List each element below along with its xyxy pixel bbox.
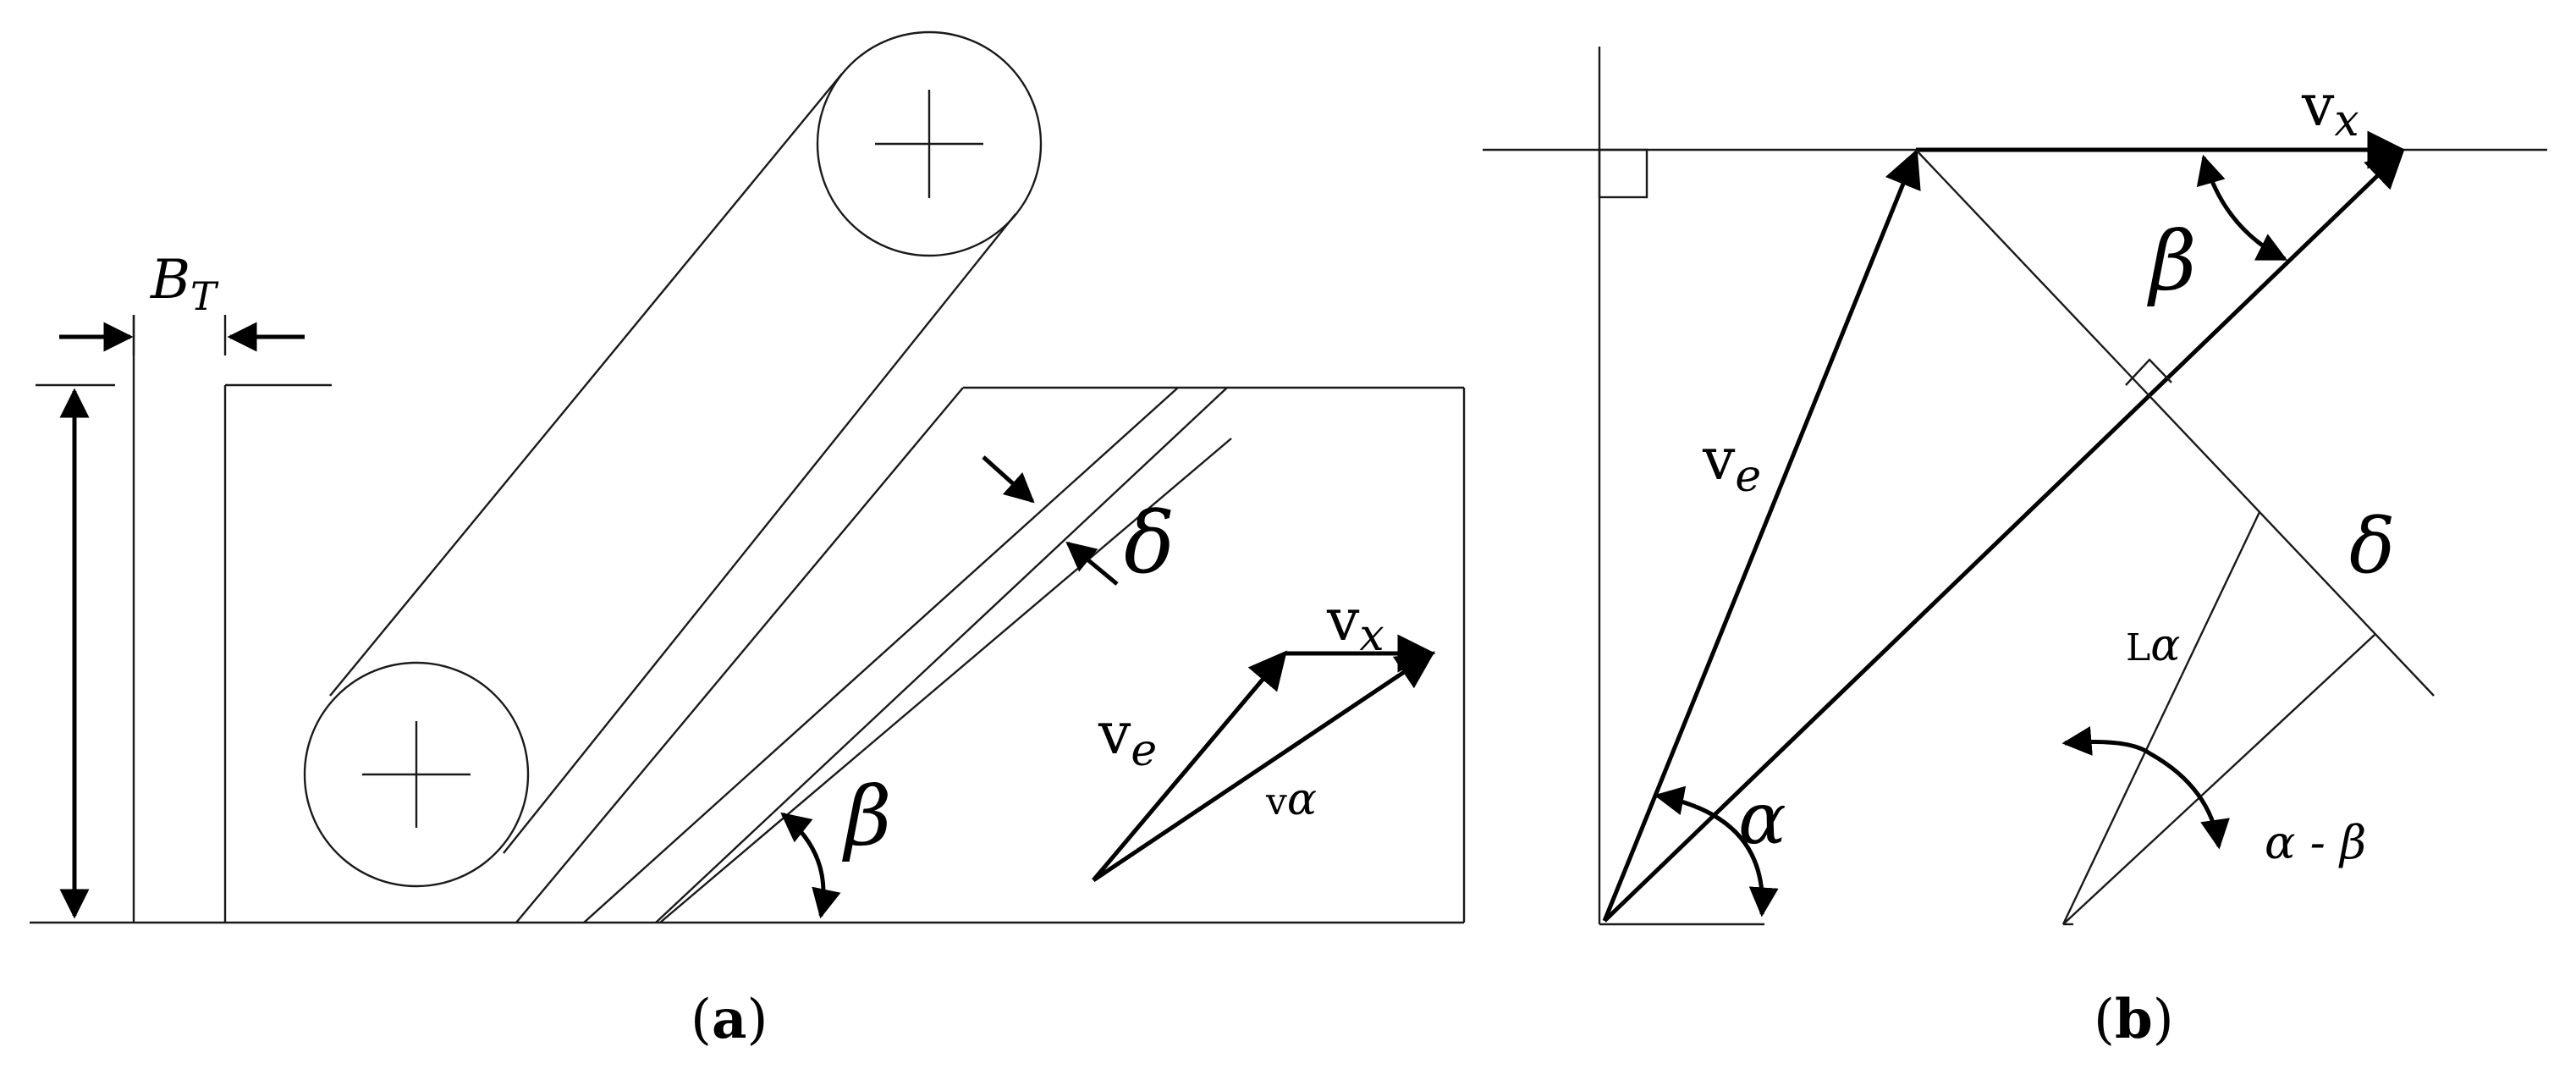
label-valpha-a: vα bbox=[1265, 774, 1317, 825]
vector-valpha-a bbox=[1092, 651, 1435, 883]
roller-top bbox=[816, 30, 1043, 257]
label-ve-a: ve bbox=[1098, 701, 1157, 776]
perpendicular-line bbox=[1915, 149, 2435, 697]
label-delta-b: δ bbox=[2349, 502, 2395, 591]
alpha-minus-beta-arc bbox=[2061, 726, 2230, 850]
construct-line-1 bbox=[2061, 511, 2261, 925]
construct-line-2 bbox=[2062, 634, 2375, 925]
label-vx-b: vx bbox=[2301, 73, 2359, 146]
label-bt: BT bbox=[150, 249, 219, 319]
layer-line-1 bbox=[583, 387, 1179, 923]
right-angle-corner bbox=[1598, 148, 1649, 199]
layer-line-2 bbox=[655, 387, 1228, 923]
caption-a: (a) bbox=[691, 988, 768, 1051]
label-lalpha-b: Lα bbox=[2126, 620, 2180, 671]
caption-b: (b) bbox=[2094, 988, 2174, 1051]
belt-lower-edge bbox=[503, 213, 1016, 854]
delta-arrow-upper bbox=[982, 455, 1035, 504]
roller-bottom bbox=[303, 661, 530, 888]
label-alpha-b: α bbox=[1738, 777, 1786, 860]
label-beta-b: β bbox=[2147, 214, 2197, 309]
alpha-arc-b bbox=[1654, 785, 1779, 917]
label-vx-a: vx bbox=[1326, 587, 1384, 661]
box-left-slant bbox=[515, 387, 964, 923]
label-beta-a: β bbox=[842, 769, 892, 864]
panel-a: BT δ β vx ve bbox=[30, 30, 1466, 1051]
perpendicular-mark bbox=[2125, 358, 2172, 386]
beta-arc-b bbox=[2196, 154, 2288, 262]
vector-ve-a bbox=[1092, 650, 1287, 882]
label-alpha-minus-beta: α - β bbox=[2265, 816, 2366, 869]
belt-upper-edge bbox=[329, 73, 843, 697]
delta-arrow-lower bbox=[1065, 541, 1119, 586]
label-ve-b: ve bbox=[1702, 427, 1761, 502]
label-delta-a: δ bbox=[1124, 493, 1175, 592]
beta-arc-a bbox=[780, 812, 841, 919]
layer-line-3 bbox=[659, 438, 1232, 923]
panel-b: vx β ve δ Lα α α - β (b) bbox=[1483, 47, 2547, 1051]
